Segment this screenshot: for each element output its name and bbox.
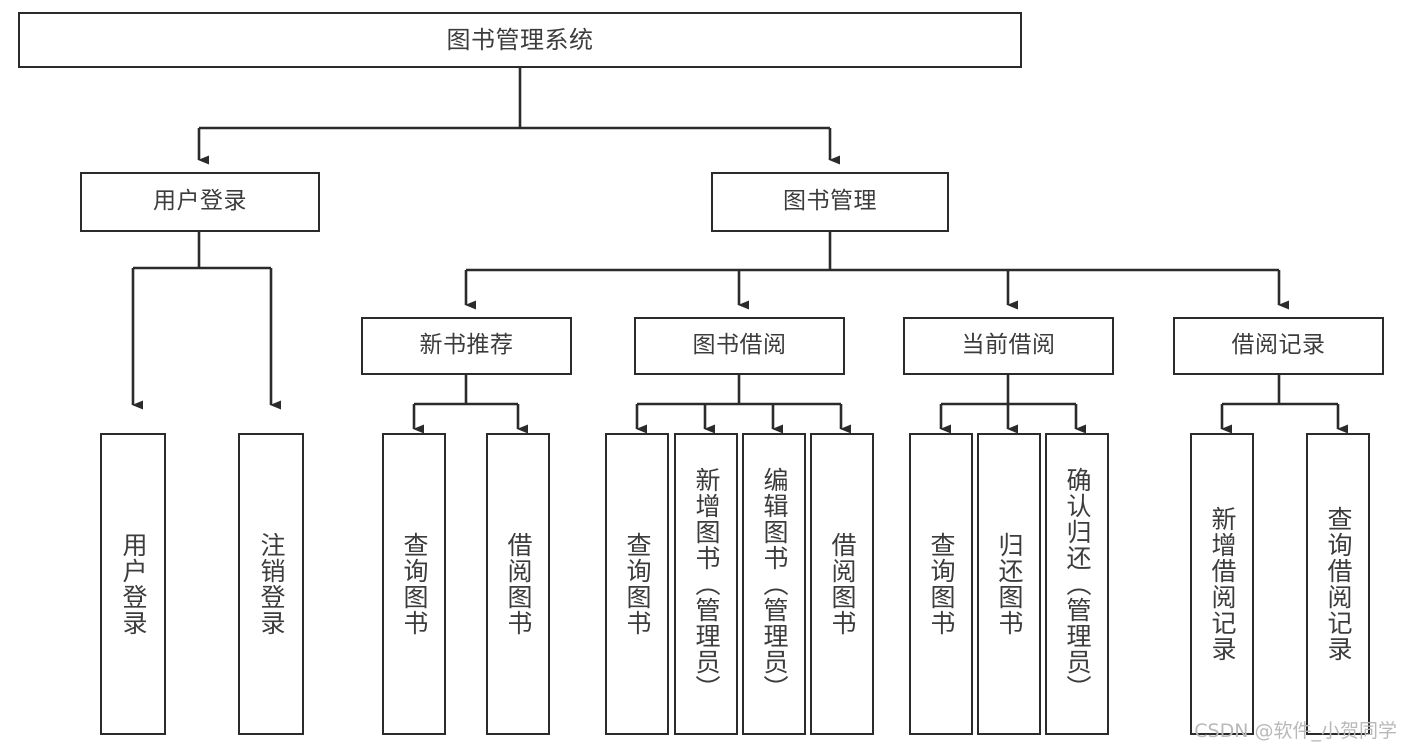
node-leaf-edit-book-label: 编辑图书（管理员） [760,467,789,701]
node-leaf-return-book-label: 归还图书 [995,532,1024,636]
node-root[interactable]: 图书管理系统 [18,12,1022,68]
node-leaf-edit-book[interactable]: 编辑图书（管理员） [742,433,806,735]
node-leaf-query-book-2-label: 查询图书 [623,532,652,636]
node-new-book-recommend-label: 新书推荐 [419,332,514,359]
node-leaf-add-record-label: 新增借阅记录 [1208,506,1237,662]
node-leaf-query-book-1-label: 查询图书 [400,532,429,636]
node-leaf-query-book-2[interactable]: 查询图书 [605,433,669,735]
node-current-borrow[interactable]: 当前借阅 [903,317,1114,375]
node-user-login[interactable]: 用户登录 [80,172,320,232]
node-leaf-login[interactable]: 用户登录 [100,433,166,735]
node-leaf-return-book[interactable]: 归还图书 [977,433,1041,735]
node-new-book-recommend[interactable]: 新书推荐 [361,317,572,375]
node-book-manage[interactable]: 图书管理 [711,172,949,232]
node-book-borrow-label: 图书借阅 [692,332,787,359]
node-leaf-add-book-label: 新增图书（管理员） [692,467,721,701]
node-leaf-add-book[interactable]: 新增图书（管理员） [674,433,738,735]
node-leaf-query-record[interactable]: 查询借阅记录 [1306,433,1370,735]
node-current-borrow-label: 当前借阅 [961,332,1056,359]
node-borrow-record-label: 借阅记录 [1231,332,1326,359]
node-leaf-logout[interactable]: 注销登录 [238,433,304,735]
node-leaf-borrow-book-2-label: 借阅图书 [828,532,857,636]
node-leaf-logout-label: 注销登录 [257,532,286,636]
node-borrow-record[interactable]: 借阅记录 [1173,317,1384,375]
node-leaf-add-record[interactable]: 新增借阅记录 [1190,433,1254,735]
node-leaf-borrow-book-2[interactable]: 借阅图书 [810,433,874,735]
node-leaf-query-book-1[interactable]: 查询图书 [382,433,446,735]
node-book-manage-label: 图书管理 [783,188,877,215]
node-leaf-confirm-return[interactable]: 确认归还（管理员） [1045,433,1109,735]
node-user-login-label: 用户登录 [153,188,247,215]
node-leaf-borrow-book-1[interactable]: 借阅图书 [486,433,550,735]
node-leaf-query-book-3-label: 查询图书 [927,532,956,636]
node-book-borrow[interactable]: 图书借阅 [634,317,845,375]
node-root-label: 图书管理系统 [446,25,594,54]
node-leaf-login-label: 用户登录 [119,532,148,636]
node-leaf-query-record-label: 查询借阅记录 [1324,506,1353,662]
node-leaf-query-book-3[interactable]: 查询图书 [909,433,973,735]
node-leaf-confirm-return-label: 确认归还（管理员） [1063,467,1092,701]
node-leaf-borrow-book-1-label: 借阅图书 [504,532,533,636]
